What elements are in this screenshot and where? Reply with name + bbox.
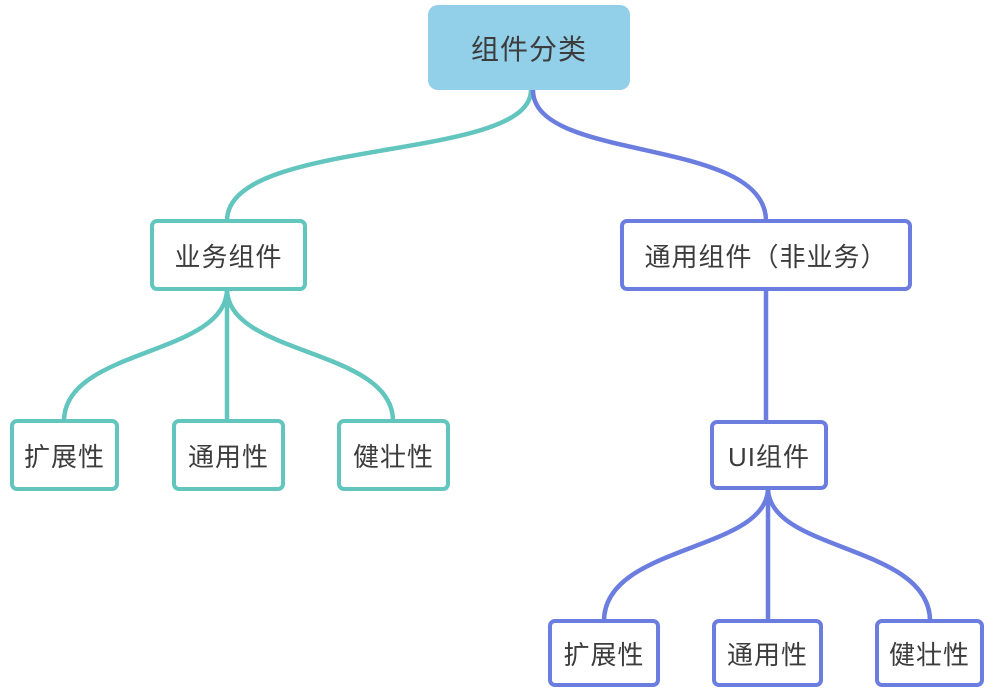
business-robustness-node[interactable]: 健壮性 [337,419,450,491]
connector-root-to-business [224,87,534,224]
connector-business-to-robustness [224,286,396,424]
ui-robustness-node[interactable]: 健壮性 [875,619,984,687]
business-components-node[interactable]: 业务组件 [150,219,307,291]
ui-extensibility-node[interactable]: 扩展性 [548,619,660,687]
root-node-component-classification[interactable]: 组件分类 [428,5,630,90]
ui-generality-node[interactable]: 通用性 [712,619,823,687]
connector-root-to-general [530,87,769,224]
ui-components-node[interactable]: UI组件 [710,420,828,490]
connector-ui-to-extensibility [601,485,771,624]
connector-ui-to-robustness [765,485,933,624]
business-generality-node[interactable]: 通用性 [172,419,285,491]
connector-business-to-extensibility [61,286,230,424]
general-components-node[interactable]: 通用组件（非业务） [620,219,912,291]
business-extensibility-node[interactable]: 扩展性 [10,419,119,491]
